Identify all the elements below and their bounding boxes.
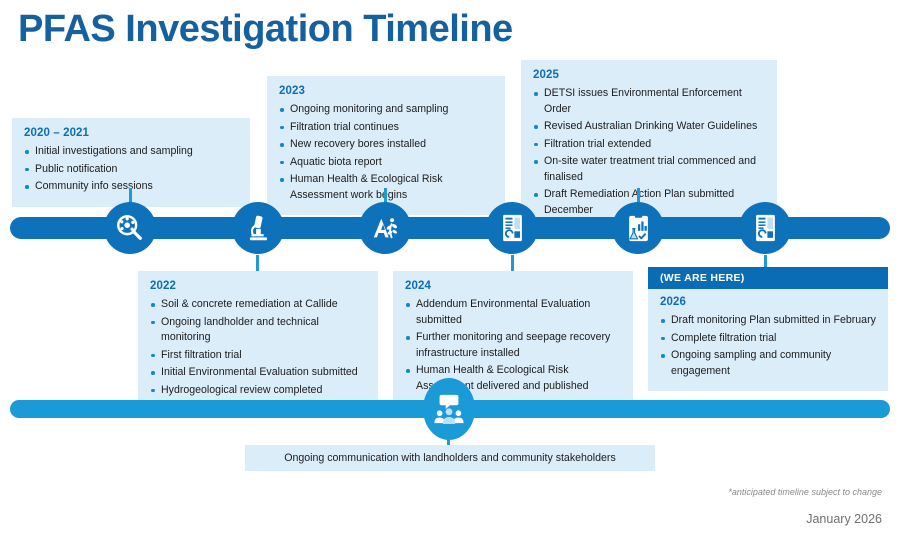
report-document-icon <box>755 214 775 242</box>
list-item: On-site water treatment trial commenced … <box>533 154 765 185</box>
list-item: First filtration trial <box>150 348 366 364</box>
list-item: Complete filtration trial <box>660 331 876 347</box>
card-year-label: 2024 <box>405 280 431 292</box>
list-item: Human Health & Ecological Risk Assessmen… <box>279 172 493 203</box>
list-item: Filtration trial continues <box>279 120 493 136</box>
timeline-card-2024[interactable]: 2024 Addendum Environmental Evaluation s… <box>393 271 633 406</box>
list-item: New recovery bores installed <box>279 137 493 153</box>
timeline-node-1[interactable] <box>104 202 156 254</box>
connector-line <box>384 188 387 212</box>
timeline-card-2022[interactable]: 2022 Soil & concrete remediation at Call… <box>138 271 378 410</box>
card-bullet-list: Ongoing monitoring and sampling Filtrati… <box>279 102 493 203</box>
list-item: Community info sessions <box>24 179 238 195</box>
timeline-node-4[interactable] <box>486 202 538 254</box>
list-item: Aquatic biota report <box>279 155 493 171</box>
connector-line <box>511 255 514 272</box>
list-item: Hydrogeological review completed <box>150 383 366 399</box>
card-bullet-list: DETSI issues Environmental Enforcement O… <box>533 86 765 218</box>
connector-line <box>637 188 640 212</box>
community-speech-icon <box>434 394 464 425</box>
list-item: Filtration trial extended <box>533 137 765 153</box>
list-item: Initial investigations and sampling <box>24 144 238 160</box>
card-year-label: 2020 – 2021 <box>24 127 90 139</box>
card-bullet-list: Draft monitoring Plan submitted in Febru… <box>660 313 876 379</box>
date-stamp: January 2026 <box>806 512 882 526</box>
communication-caption: Ongoing communication with landholders a… <box>245 445 655 471</box>
list-item: Draft monitoring Plan submitted in Febru… <box>660 313 876 329</box>
card-bullet-list: Soil & concrete remediation at Callide O… <box>150 297 366 398</box>
list-item: Initial Environmental Evaluation submitt… <box>150 365 366 381</box>
communication-node[interactable] <box>423 378 475 440</box>
timeline-card-2026[interactable]: (WE ARE HERE) 2026 Draft monitoring Plan… <box>648 267 888 391</box>
timeline-node-5[interactable] <box>612 202 664 254</box>
list-item: Public notification <box>24 162 238 178</box>
timeline-node-2[interactable] <box>232 202 284 254</box>
list-item: Further monitoring and seepage recovery … <box>405 330 621 361</box>
list-item: Revised Australian Drinking Water Guidel… <box>533 119 765 135</box>
card-bullet-list: Initial investigations and sampling Publ… <box>24 144 238 195</box>
aquatic-biota-icon <box>373 218 398 239</box>
connector-line <box>447 436 450 450</box>
footnote-text: *anticipated timeline subject to change <box>728 487 882 497</box>
card-year-label: 2022 <box>150 280 176 292</box>
timeline-card-2025[interactable]: 2025 DETSI issues Environmental Enforcem… <box>521 60 777 230</box>
list-item: Ongoing landholder and technical monitor… <box>150 315 366 346</box>
timeline-node-3[interactable] <box>359 202 411 254</box>
card-bullet-list: Addendum Environmental Evaluation submit… <box>405 297 621 394</box>
list-item: Soil & concrete remediation at Callide <box>150 297 366 313</box>
microscope-icon <box>249 215 268 241</box>
timeline-node-6[interactable] <box>739 202 791 254</box>
page-title: PFAS Investigation Timeline <box>18 8 513 50</box>
card-year-label: 2023 <box>279 85 305 97</box>
magnifier-molecule-icon <box>117 215 142 240</box>
connector-line <box>129 188 132 212</box>
we-are-here-badge: (WE ARE HERE) <box>648 267 888 289</box>
list-item: DETSI issues Environmental Enforcement O… <box>533 86 765 117</box>
card-year-label: 2026 <box>660 296 686 308</box>
connector-line <box>764 255 767 268</box>
card-year-label: 2025 <box>533 69 559 81</box>
clipboard-flask-icon <box>628 213 648 242</box>
connector-line <box>256 255 259 272</box>
timeline-bar <box>10 217 890 239</box>
report-document-icon <box>502 214 522 242</box>
list-item: Addendum Environmental Evaluation submit… <box>405 297 621 328</box>
list-item: Ongoing monitoring and sampling <box>279 102 493 118</box>
list-item: Ongoing sampling and community engagemen… <box>660 348 876 379</box>
